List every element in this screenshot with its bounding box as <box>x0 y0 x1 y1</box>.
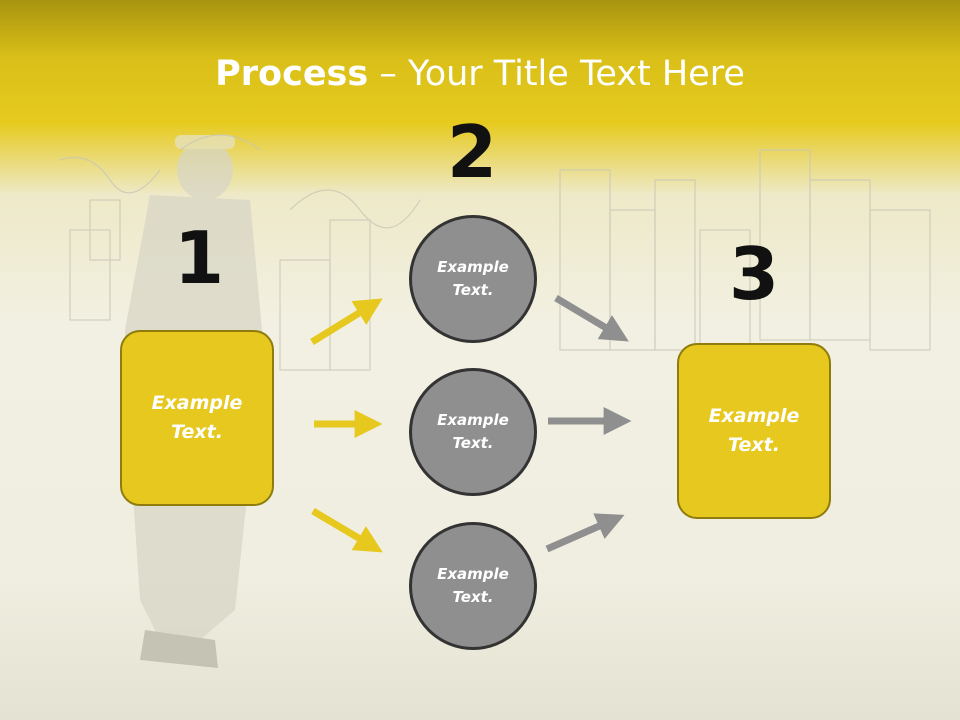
step-2-circle-1-text: Example Text. <box>437 258 509 299</box>
step-2-number: 2 <box>446 110 498 194</box>
title-rest: – Your Title Text Here <box>368 54 745 94</box>
step-2-circle-2-text: Example Text. <box>437 411 509 452</box>
step-2-circle-3-text: Example Text. <box>437 565 509 606</box>
step-1-number: 1 <box>173 216 225 300</box>
step-1-text: Example Text. <box>151 392 243 443</box>
arrow-1-to-circle-3 <box>311 507 383 553</box>
step-2-circle-2: Example Text. <box>409 368 537 496</box>
step-3-number: 3 <box>728 232 780 316</box>
step-2-circle-3: Example Text. <box>409 522 537 650</box>
step-1-box: Example Text. <box>120 330 274 506</box>
step-2-circle-1: Example Text. <box>409 215 537 343</box>
step-3-box: Example Text. <box>677 343 831 519</box>
slide-title: Process – Your Title Text Here <box>0 52 960 96</box>
step-3-text: Example Text. <box>708 405 800 456</box>
arrow-circle-3-to-3 <box>545 513 625 553</box>
arrow-circle-1-to-3 <box>554 294 629 342</box>
arrow-1-to-circle-1 <box>310 298 383 345</box>
title-bold: Process <box>215 54 369 94</box>
